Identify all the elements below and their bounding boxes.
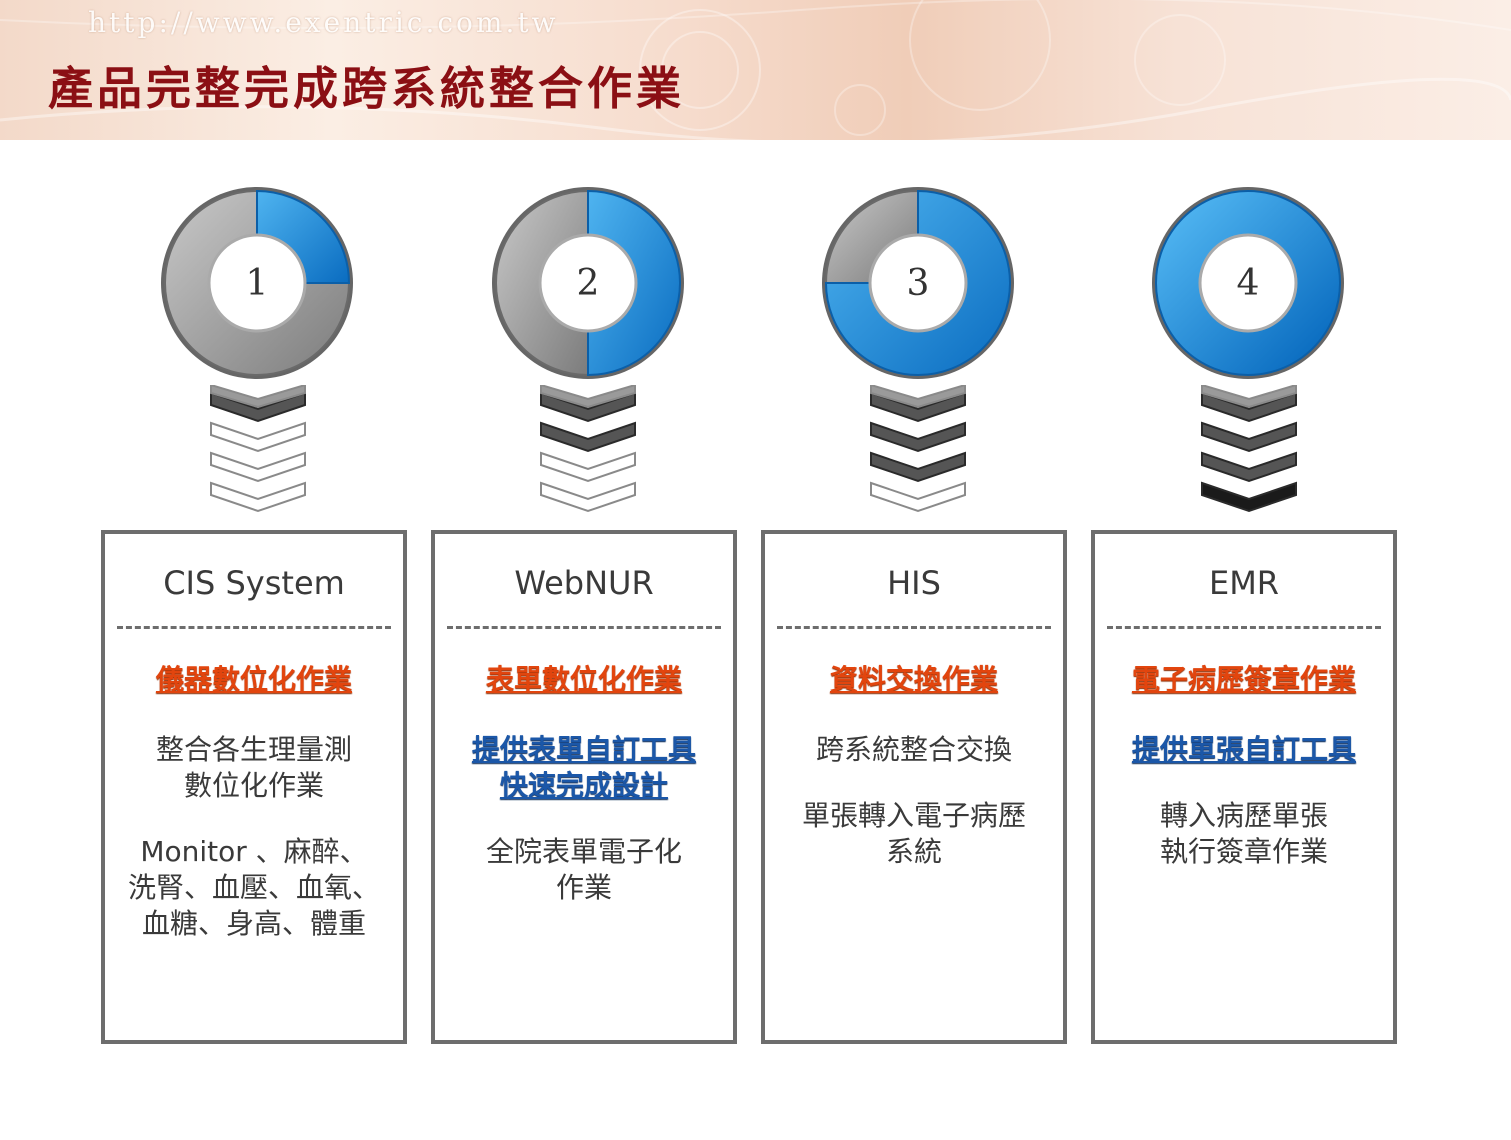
chevron-segment: [1201, 421, 1297, 453]
card-headline: 表單數位化作業: [485, 663, 682, 696]
chevron-segment: [210, 481, 306, 513]
dashed-divider: [447, 626, 721, 629]
card-desc-list: Monitor 、麻醉、 洗腎、血壓、血氧、 血糖、身高、體重: [127, 835, 380, 940]
ring-center: [538, 233, 638, 333]
header-banner: http://www.exentric.com.tw 產品完整完成跨系統整合作業: [0, 0, 1511, 140]
card-desc: 跨系統整合交換: [815, 733, 1012, 766]
dashed-divider: [1107, 626, 1381, 629]
chevron-segment: [870, 391, 966, 423]
page-title: 產品完整完成跨系統整合作業: [48, 62, 686, 115]
ring-progress: [1156, 191, 1340, 375]
chevron-arrow-2: [540, 385, 636, 513]
header-decoration: [0, 0, 1511, 140]
card-desc: 轉入病歷單張 執行簽章作業: [1159, 799, 1328, 868]
ring-center: [207, 233, 307, 333]
dashed-divider: [777, 626, 1051, 629]
card-headline: 儀器數位化作業: [155, 663, 352, 696]
step-number-3: 3: [906, 262, 930, 304]
system-card-cis: CIS System 儀器數位化作業 整合各生理量測 數位化作業 Monitor…: [101, 530, 407, 1044]
step-number-2: 2: [576, 262, 600, 304]
system-card-his: HIS 資料交換作業 跨系統整合交換 單張轉入電子病歷 系統: [761, 530, 1067, 1044]
card-title: CIS System: [163, 564, 345, 602]
card-desc-2: 單張轉入電子病歷 系統: [801, 799, 1026, 868]
card-title: HIS: [887, 564, 941, 602]
step-number-1: 1: [245, 262, 269, 304]
progress-ring-4: [1152, 187, 1344, 379]
chevron-segment: [1201, 451, 1297, 483]
system-card-webnur: WebNUR 表單數位化作業 提供表單自訂工具 快速完成設計 全院表單電子化 作…: [431, 530, 737, 1044]
card-headline: 電子病歷簽章作業: [1131, 663, 1356, 696]
chevron-arrow-1: [210, 385, 306, 513]
card-desc: 全院表單電子化 作業: [485, 835, 682, 904]
system-card-emr: EMR 電子病歷簽章作業 提供單張自訂工具 轉入病歷單張 執行簽章作業: [1091, 530, 1397, 1044]
card-title: WebNUR: [514, 564, 654, 602]
chevron-segment: [540, 385, 636, 409]
chevron-segment: [540, 481, 636, 513]
card-desc: 整合各生理量測 數位化作業: [155, 733, 352, 802]
step-number-4: 4: [1236, 262, 1260, 304]
card-headline: 資料交換作業: [829, 663, 998, 696]
chevron-segment: [1201, 391, 1297, 423]
header-url: http://www.exentric.com.tw: [88, 6, 559, 39]
chevron-segment: [1201, 481, 1297, 513]
card-tool-link[interactable]: 提供單張自訂工具: [1131, 733, 1356, 766]
ring-center: [1198, 233, 1298, 333]
card-title: EMR: [1208, 564, 1280, 602]
chevron-arrow-4: [1201, 385, 1297, 513]
chevron-segment: [540, 421, 636, 453]
progress-ring-1: [161, 187, 353, 379]
chevron-segment: [870, 385, 966, 409]
card-tool-link[interactable]: 提供表單自訂工具 快速完成設計: [471, 733, 696, 802]
chevron-segment: [870, 451, 966, 483]
chevron-segment: [210, 391, 306, 423]
chevron-segment: [540, 391, 636, 423]
chevron-segment: [870, 421, 966, 453]
progress-ring-2: [492, 187, 684, 379]
chevron-arrow-3: [870, 385, 966, 513]
ring-center: [868, 233, 968, 333]
chevron-segment: [870, 481, 966, 513]
chevron-segment: [210, 421, 306, 453]
progress-ring-3: [822, 187, 1014, 379]
dashed-divider: [117, 626, 391, 629]
chevron-segment: [1201, 385, 1297, 409]
chevron-segment: [210, 385, 306, 409]
chevron-segment: [540, 451, 636, 483]
chevron-segment: [210, 451, 306, 483]
